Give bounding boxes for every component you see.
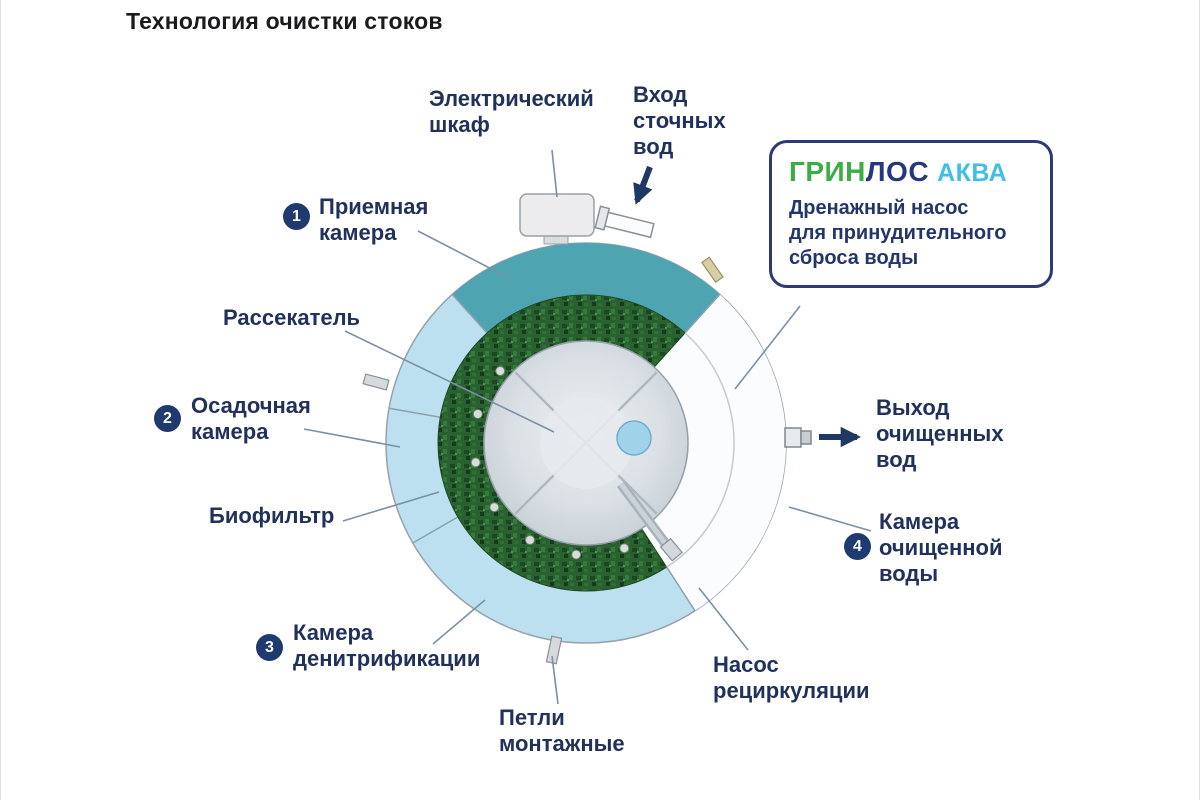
- brand-name-aqua: АКВА: [937, 159, 1008, 187]
- brand-name-navy: ЛОС: [865, 156, 930, 187]
- outlet-pipe: [784, 427, 812, 448]
- line-brand-card: [734, 305, 801, 390]
- segment-dividers: [388, 293, 721, 612]
- label-clean-water-chamber: Камера очищенной воды: [879, 509, 1003, 586]
- clean-chamber-inner-arc: [666, 332, 735, 568]
- step-badge-3: 3: [256, 634, 283, 661]
- line-recirculation-pump: [698, 587, 749, 651]
- inlet-arrow: [633, 165, 653, 205]
- step-badge-1: 1: [283, 203, 310, 230]
- label-outlet: Выход очищенных вод: [876, 395, 1004, 472]
- flow-arrows: [633, 165, 862, 448]
- vent-nozzle: [701, 256, 724, 283]
- line-mounting-loops: [551, 655, 559, 705]
- biofilter-bolts: [470, 366, 630, 560]
- line-electrical-cabinet: [551, 149, 558, 198]
- label-mounting-loops: Петли монтажные: [499, 705, 625, 756]
- label-recirculation-pump: Насос рециркуляции: [713, 652, 870, 703]
- line-denitrification: [432, 599, 486, 645]
- label-biofilter: Биофильтр: [209, 503, 335, 528]
- line-clean-water-chamber: [788, 506, 872, 532]
- label-inlet: Вход сточных вод: [633, 82, 726, 159]
- line-sediment-chamber: [303, 428, 401, 448]
- left-nozzle: [362, 373, 390, 391]
- brand-name-green: ГРИН: [789, 156, 866, 187]
- label-diffuser: Рассекатель: [223, 305, 361, 330]
- brand-description: Дренажный насос для принудительного сбро…: [789, 197, 1007, 269]
- pump-port: [616, 420, 652, 456]
- diffuser-center: [540, 397, 632, 489]
- page-title: Технология очистки стоков: [126, 8, 443, 34]
- step-badge-4: 4: [844, 533, 871, 560]
- tank-top-view: [385, 242, 787, 644]
- recirculation-pipe: [616, 481, 683, 562]
- inlet-pipe: [594, 205, 655, 239]
- line-receiving-chamber: [417, 230, 510, 279]
- label-sediment-chamber: Осадочная камера: [191, 393, 311, 444]
- label-denitrification-chamber: Камера денитрификации: [293, 620, 481, 671]
- label-electrical-cabinet: Электрический шкаф: [429, 86, 594, 137]
- line-diffuser: [344, 330, 555, 433]
- line-biofilter: [342, 491, 440, 522]
- mounting-loop-shape: [545, 635, 563, 665]
- electrical-cabinet-shape: [519, 193, 595, 245]
- step-badge-2: 2: [154, 405, 181, 432]
- nozzles: [362, 256, 724, 665]
- callout-lines: [303, 149, 872, 705]
- label-receiving-chamber: Приемная камера: [319, 194, 429, 245]
